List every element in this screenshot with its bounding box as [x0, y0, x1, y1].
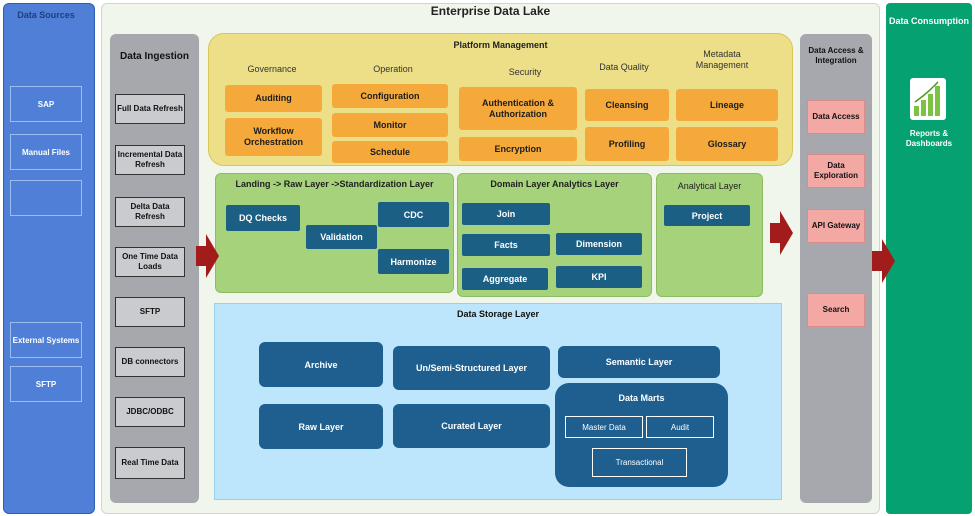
ingestion-sftp: SFTP — [115, 297, 185, 327]
unstructured-layer-box: Un/Semi-Structured Layer — [393, 346, 550, 390]
raw-layer-box: Raw Layer — [259, 404, 383, 449]
audit-box: Audit — [646, 416, 714, 438]
kpi-box: KPI — [556, 266, 642, 288]
encryption-box: Encryption — [459, 137, 577, 161]
platform-title: Platform Management — [453, 40, 548, 50]
ingestion-real-time: Real Time Data — [115, 447, 185, 479]
lake-title: Enterprise Data Lake — [430, 4, 551, 18]
consumption-title: Data Consumption — [889, 15, 969, 26]
ingestion-title: Data Ingestion — [120, 51, 189, 62]
harmonize-box: Harmonize — [378, 249, 449, 274]
ingestion-incremental: Incremental Data Refresh — [115, 145, 185, 175]
monitor-box: Monitor — [332, 113, 448, 137]
lineage-box: Lineage — [676, 89, 778, 121]
data-access-box: Data Access — [807, 100, 865, 134]
analytical-layer-panel — [656, 173, 763, 297]
ingestion-full-refresh: Full Data Refresh — [115, 94, 185, 124]
master-data-box: Master Data — [565, 416, 643, 438]
ingestion-one-time: One Time Data Loads — [115, 247, 185, 277]
storage-title: Data Storage Layer — [456, 309, 540, 319]
facts-box: Facts — [462, 234, 550, 256]
configuration-box: Configuration — [332, 84, 448, 108]
source-external-systems: External Systems — [10, 322, 82, 358]
dimension-box: Dimension — [556, 233, 642, 255]
search-box: Search — [807, 293, 865, 327]
auditing-box: Auditing — [225, 85, 322, 112]
data-exploration-box: Data Exploration — [807, 154, 865, 188]
schedule-box: Schedule — [332, 141, 448, 163]
aggregate-box: Aggregate — [462, 268, 548, 290]
column-governance: Governance — [247, 63, 297, 74]
flow-arrow-icon — [770, 211, 793, 255]
ingestion-db-connectors: DB connectors — [115, 347, 185, 377]
source-sap: SAP — [10, 86, 82, 122]
access-title: Data Access & Integration — [808, 46, 864, 65]
analytical-layer-title: Analytical Layer — [677, 181, 742, 191]
source-manual-files: Manual Files — [10, 134, 82, 170]
column-operation: Operation — [373, 63, 413, 74]
column-metadata-management: Metadata Management — [695, 49, 749, 70]
cleansing-box: Cleansing — [585, 89, 669, 121]
profiling-box: Profiling — [585, 127, 669, 161]
api-gateway-box: API Gateway — [807, 209, 865, 243]
cdc-box: CDC — [378, 202, 449, 227]
column-data-quality: Data Quality — [599, 61, 649, 72]
source-empty — [10, 180, 82, 216]
flow-arrow-icon — [872, 239, 895, 283]
reports-dashboards-label: Reports & Dashboards — [905, 129, 953, 148]
data-sources-panel — [3, 3, 95, 514]
transactional-box: Transactional — [592, 448, 687, 477]
workflow-orchestration-box: Workflow Orchestration — [225, 118, 322, 156]
project-box: Project — [664, 205, 750, 226]
domain-layer-title: Domain Layer Analytics Layer — [490, 178, 619, 189]
landing-layer-title: Landing -> Raw Layer ->Standardization L… — [235, 178, 434, 189]
data-marts-title: Data Marts — [618, 393, 665, 403]
authentication-authorization-box: Authentication & Authorization — [459, 87, 577, 130]
column-security: Security — [508, 66, 542, 77]
archive-box: Archive — [259, 342, 383, 387]
glossary-box: Glossary — [676, 127, 778, 161]
dq-checks-box: DQ Checks — [226, 205, 300, 231]
semantic-layer-box: Semantic Layer — [558, 346, 720, 378]
curated-layer-box: Curated Layer — [393, 404, 550, 448]
ingestion-delta: Delta Data Refresh — [115, 197, 185, 227]
join-box: Join — [462, 203, 550, 225]
validation-box: Validation — [306, 225, 377, 249]
flow-arrow-icon — [196, 234, 219, 278]
data-sources-title: Data Sources — [17, 10, 75, 20]
ingestion-jdbc-odbc: JDBC/ODBC — [115, 397, 185, 427]
source-sftp: SFTP — [10, 366, 82, 402]
chart-report-icon — [910, 78, 946, 120]
